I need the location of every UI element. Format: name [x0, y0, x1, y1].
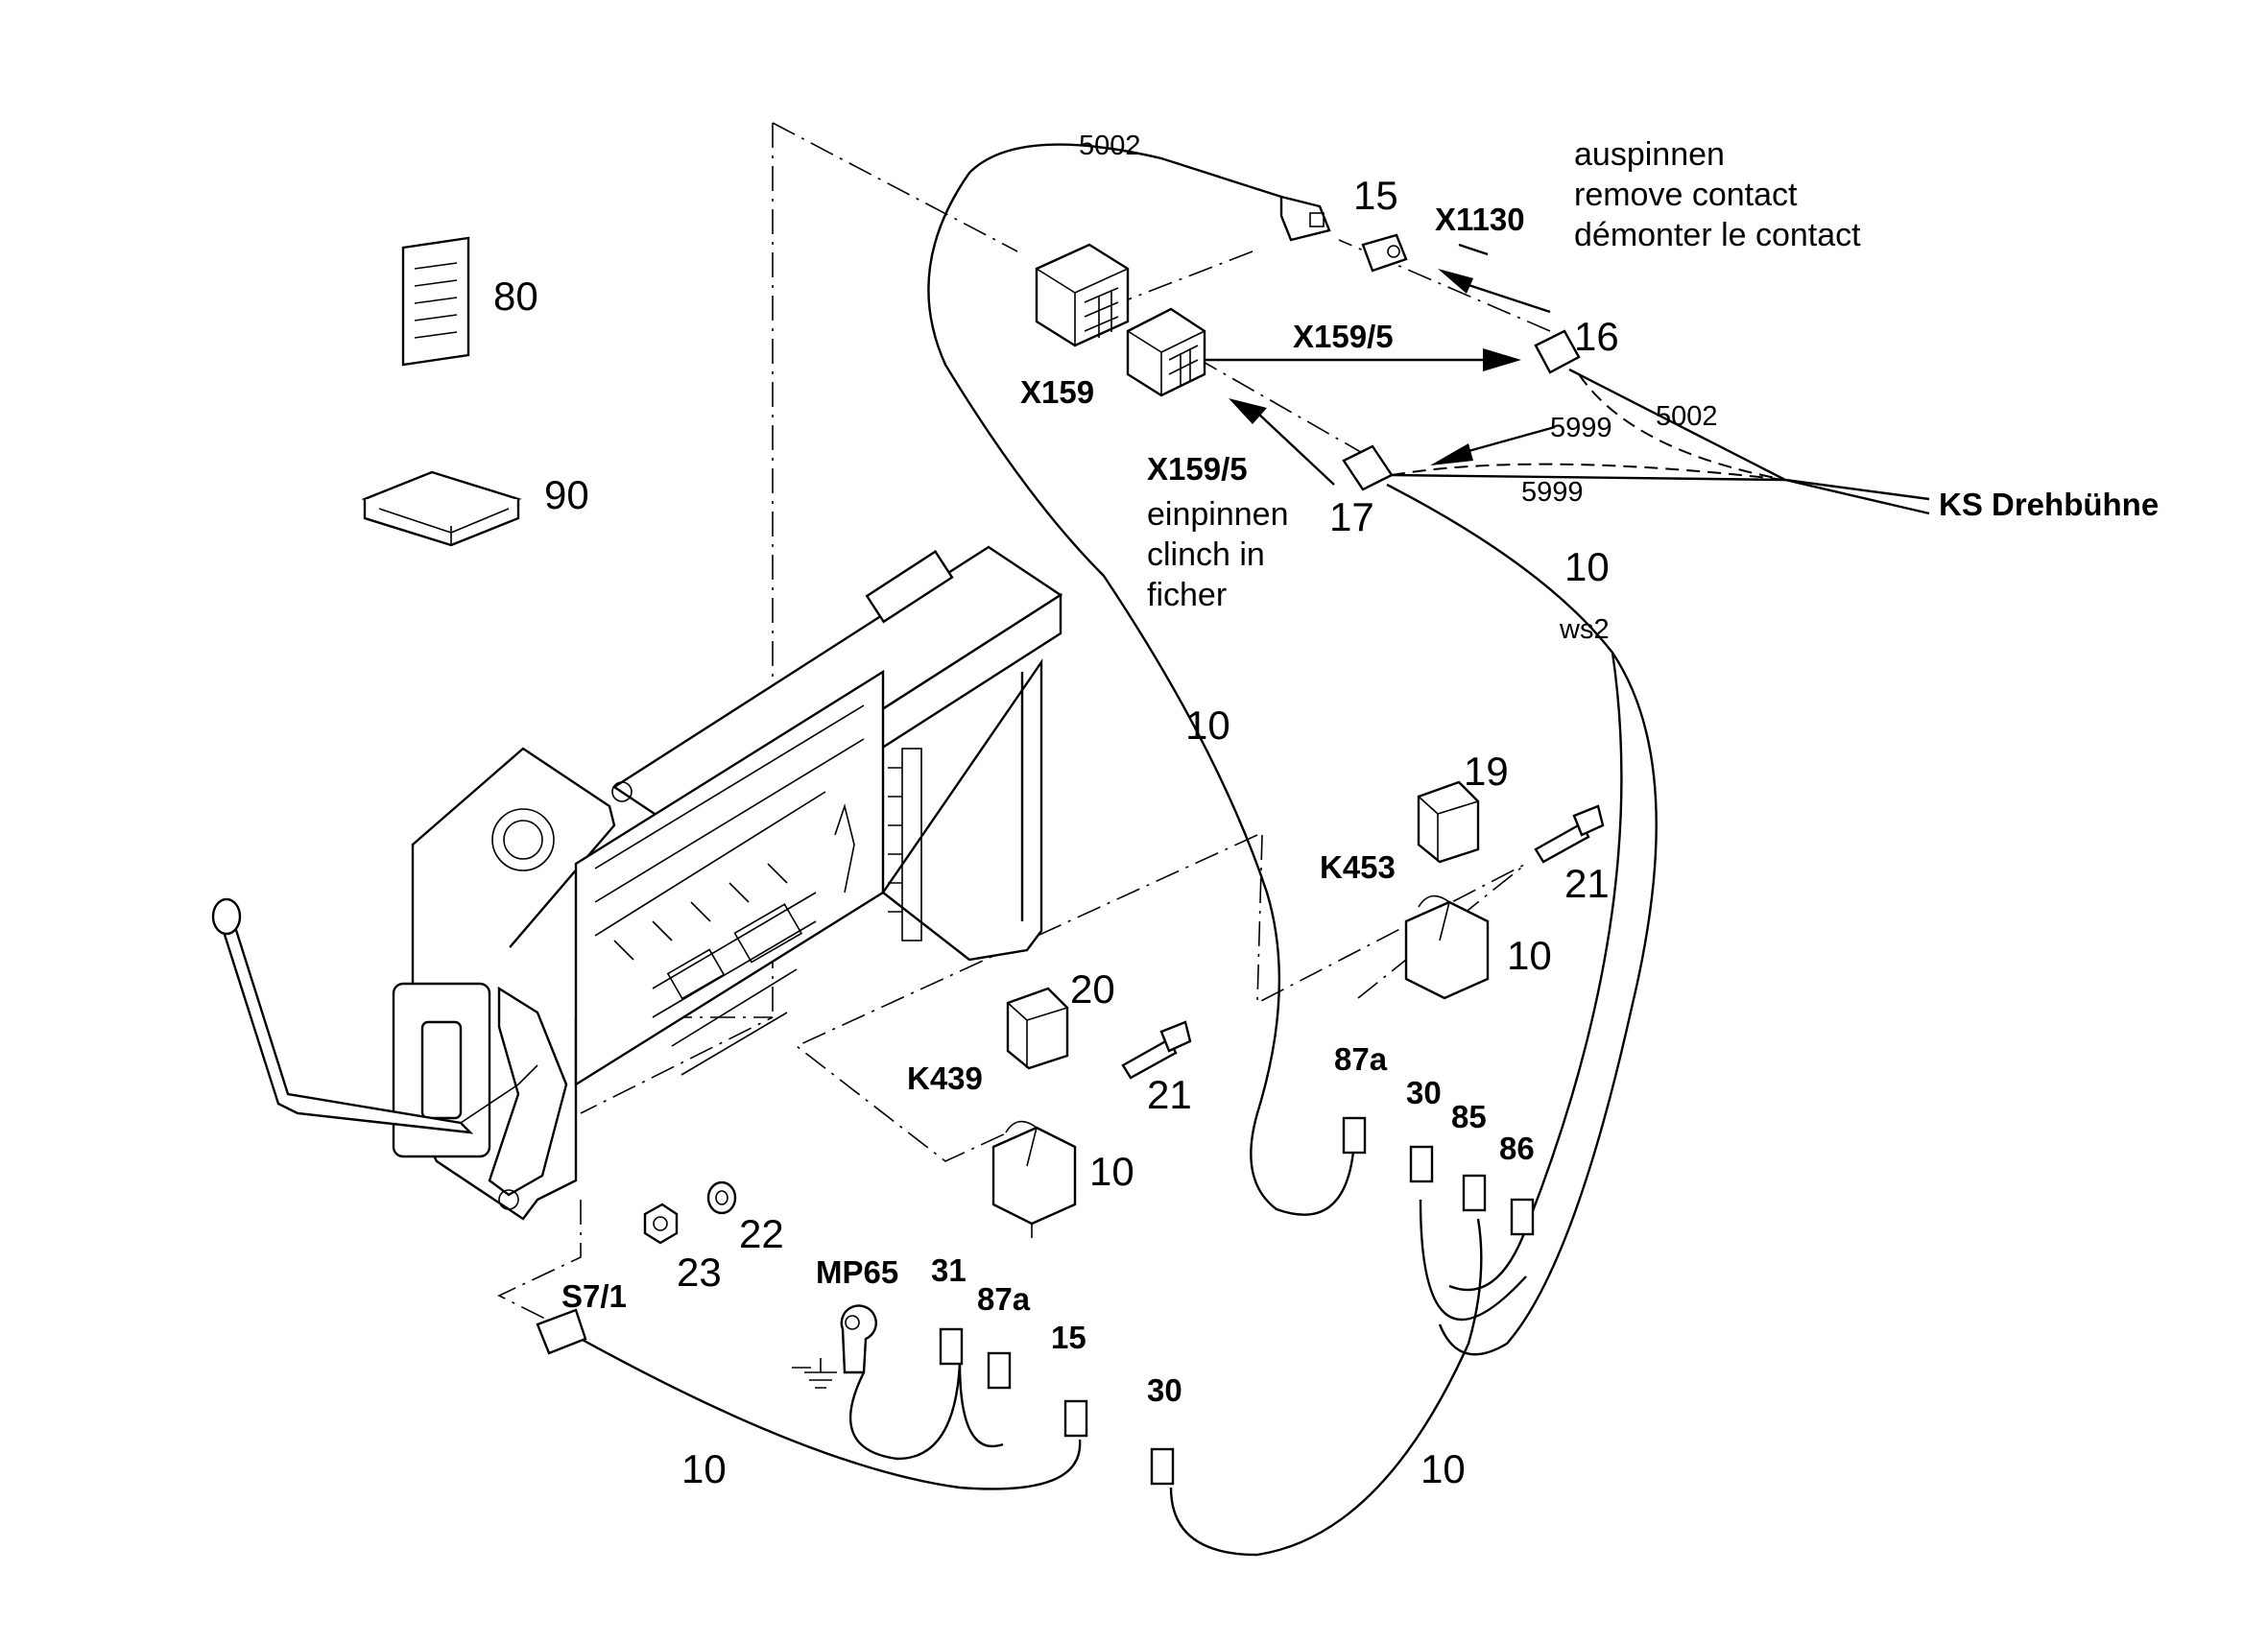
- bolt-21-mid: [1121, 1020, 1192, 1080]
- callout-15: 15: [1353, 173, 1398, 218]
- operating-manual: [361, 470, 522, 547]
- callout-10-relay-k439: 10: [1089, 1149, 1134, 1194]
- label-x1130: X1130: [1435, 202, 1525, 237]
- note-insert-line-3: ficher: [1147, 577, 1227, 613]
- terminal-30-k439: 30: [1147, 1372, 1182, 1408]
- callout-20: 20: [1070, 966, 1115, 1012]
- connector-x159-housing: [1035, 243, 1130, 347]
- callout-10-cable-top: 10: [1564, 544, 1610, 589]
- connector-x159-counterpart: [1126, 307, 1206, 397]
- terminal-86-k453: 86: [1499, 1131, 1535, 1166]
- callout-21-mid: 21: [1147, 1072, 1192, 1117]
- wires: [580, 143, 1930, 1557]
- callout-80: 80: [493, 274, 538, 319]
- terminal-30-k453: 30: [1406, 1075, 1442, 1110]
- label-mp65: MP65: [816, 1254, 898, 1290]
- relay-socket-k439: [991, 1120, 1077, 1226]
- label-s7-1: S7/1: [561, 1278, 627, 1314]
- ground-symbol: [792, 1358, 837, 1389]
- bolt-21-top: [1534, 804, 1605, 864]
- washer-22: [706, 1180, 737, 1215]
- note-insert-line-2: clinch in: [1147, 536, 1265, 573]
- wire-5999-lower: 5999: [1521, 477, 1584, 508]
- document-leaflet: [401, 236, 470, 367]
- terminal-87a-k439: 87a: [977, 1281, 1031, 1317]
- arrows: [1205, 243, 1556, 486]
- callout-10-bottom-left: 10: [681, 1446, 727, 1491]
- note-insert-contact: einpinnen clinch in ficher: [1147, 496, 1288, 613]
- terminal-15-k439: 15: [1051, 1320, 1086, 1355]
- callout-10-relay-k453: 10: [1507, 933, 1552, 978]
- note-remove-contact: auspinnen remove contact démonter le con…: [1574, 136, 1861, 253]
- callout-16: 16: [1574, 314, 1619, 359]
- wire-ws2: ws2: [1559, 614, 1610, 645]
- label-k453: K453: [1320, 849, 1396, 885]
- relay-k453: [1417, 780, 1480, 864]
- relay-k439: [1006, 987, 1069, 1070]
- contact-15: [1361, 233, 1408, 273]
- wire-5002-top: 5002: [1079, 131, 1141, 161]
- label-x159-5-upper: X159/5: [1293, 319, 1394, 354]
- plug-housing-x1130: [1279, 195, 1331, 242]
- callout-21-top: 21: [1564, 861, 1610, 906]
- note-remove-line-2: remove contact: [1574, 177, 1798, 213]
- note-remove-line-3: démonter le contact: [1574, 217, 1861, 253]
- label-k439: K439: [907, 1060, 983, 1096]
- callout-23: 23: [677, 1250, 722, 1295]
- callout-90: 90: [544, 472, 589, 517]
- label-x159-5-lower: X159/5: [1147, 451, 1248, 487]
- terminal-labels: 87a 30 85 86 31 87a 15 30: [931, 1041, 1535, 1408]
- contact-16: [1534, 329, 1581, 374]
- label-ks-drehbuehne: KS Drehbühne: [1939, 487, 2159, 522]
- relay-socket-k453: [1404, 894, 1490, 1000]
- callout-22: 22: [739, 1211, 784, 1256]
- wire-number-labels: 5002 5002 5999 5999 ws2: [1079, 131, 1718, 645]
- control-box: [211, 545, 1063, 1221]
- label-x159: X159: [1020, 374, 1094, 410]
- callout-17: 17: [1329, 494, 1374, 539]
- terminal-31-k439: 31: [931, 1252, 967, 1288]
- callout-10-cable-left: 10: [1185, 703, 1230, 748]
- callout-10-bottom-right: 10: [1420, 1446, 1466, 1491]
- wire-5999-upper: 5999: [1550, 413, 1612, 443]
- note-insert-line-1: einpinnen: [1147, 496, 1288, 533]
- wire-5002-right: 5002: [1656, 401, 1718, 432]
- designation-labels: X1130 X159 X159/5 X159/5 K453 K439 MP65 …: [561, 202, 2159, 1314]
- terminal-lugs: [536, 1116, 1535, 1486]
- nut-23: [643, 1203, 679, 1245]
- terminal-85-k453: 85: [1451, 1099, 1487, 1134]
- note-remove-line-1: auspinnen: [1574, 136, 1725, 173]
- callout-labels: 80 90 15 16 17 10 10 19 21 10 20 21 10 2…: [493, 173, 1619, 1491]
- callout-19: 19: [1464, 749, 1509, 794]
- terminal-87a-k453: 87a: [1334, 1041, 1388, 1077]
- contact-17: [1342, 444, 1394, 491]
